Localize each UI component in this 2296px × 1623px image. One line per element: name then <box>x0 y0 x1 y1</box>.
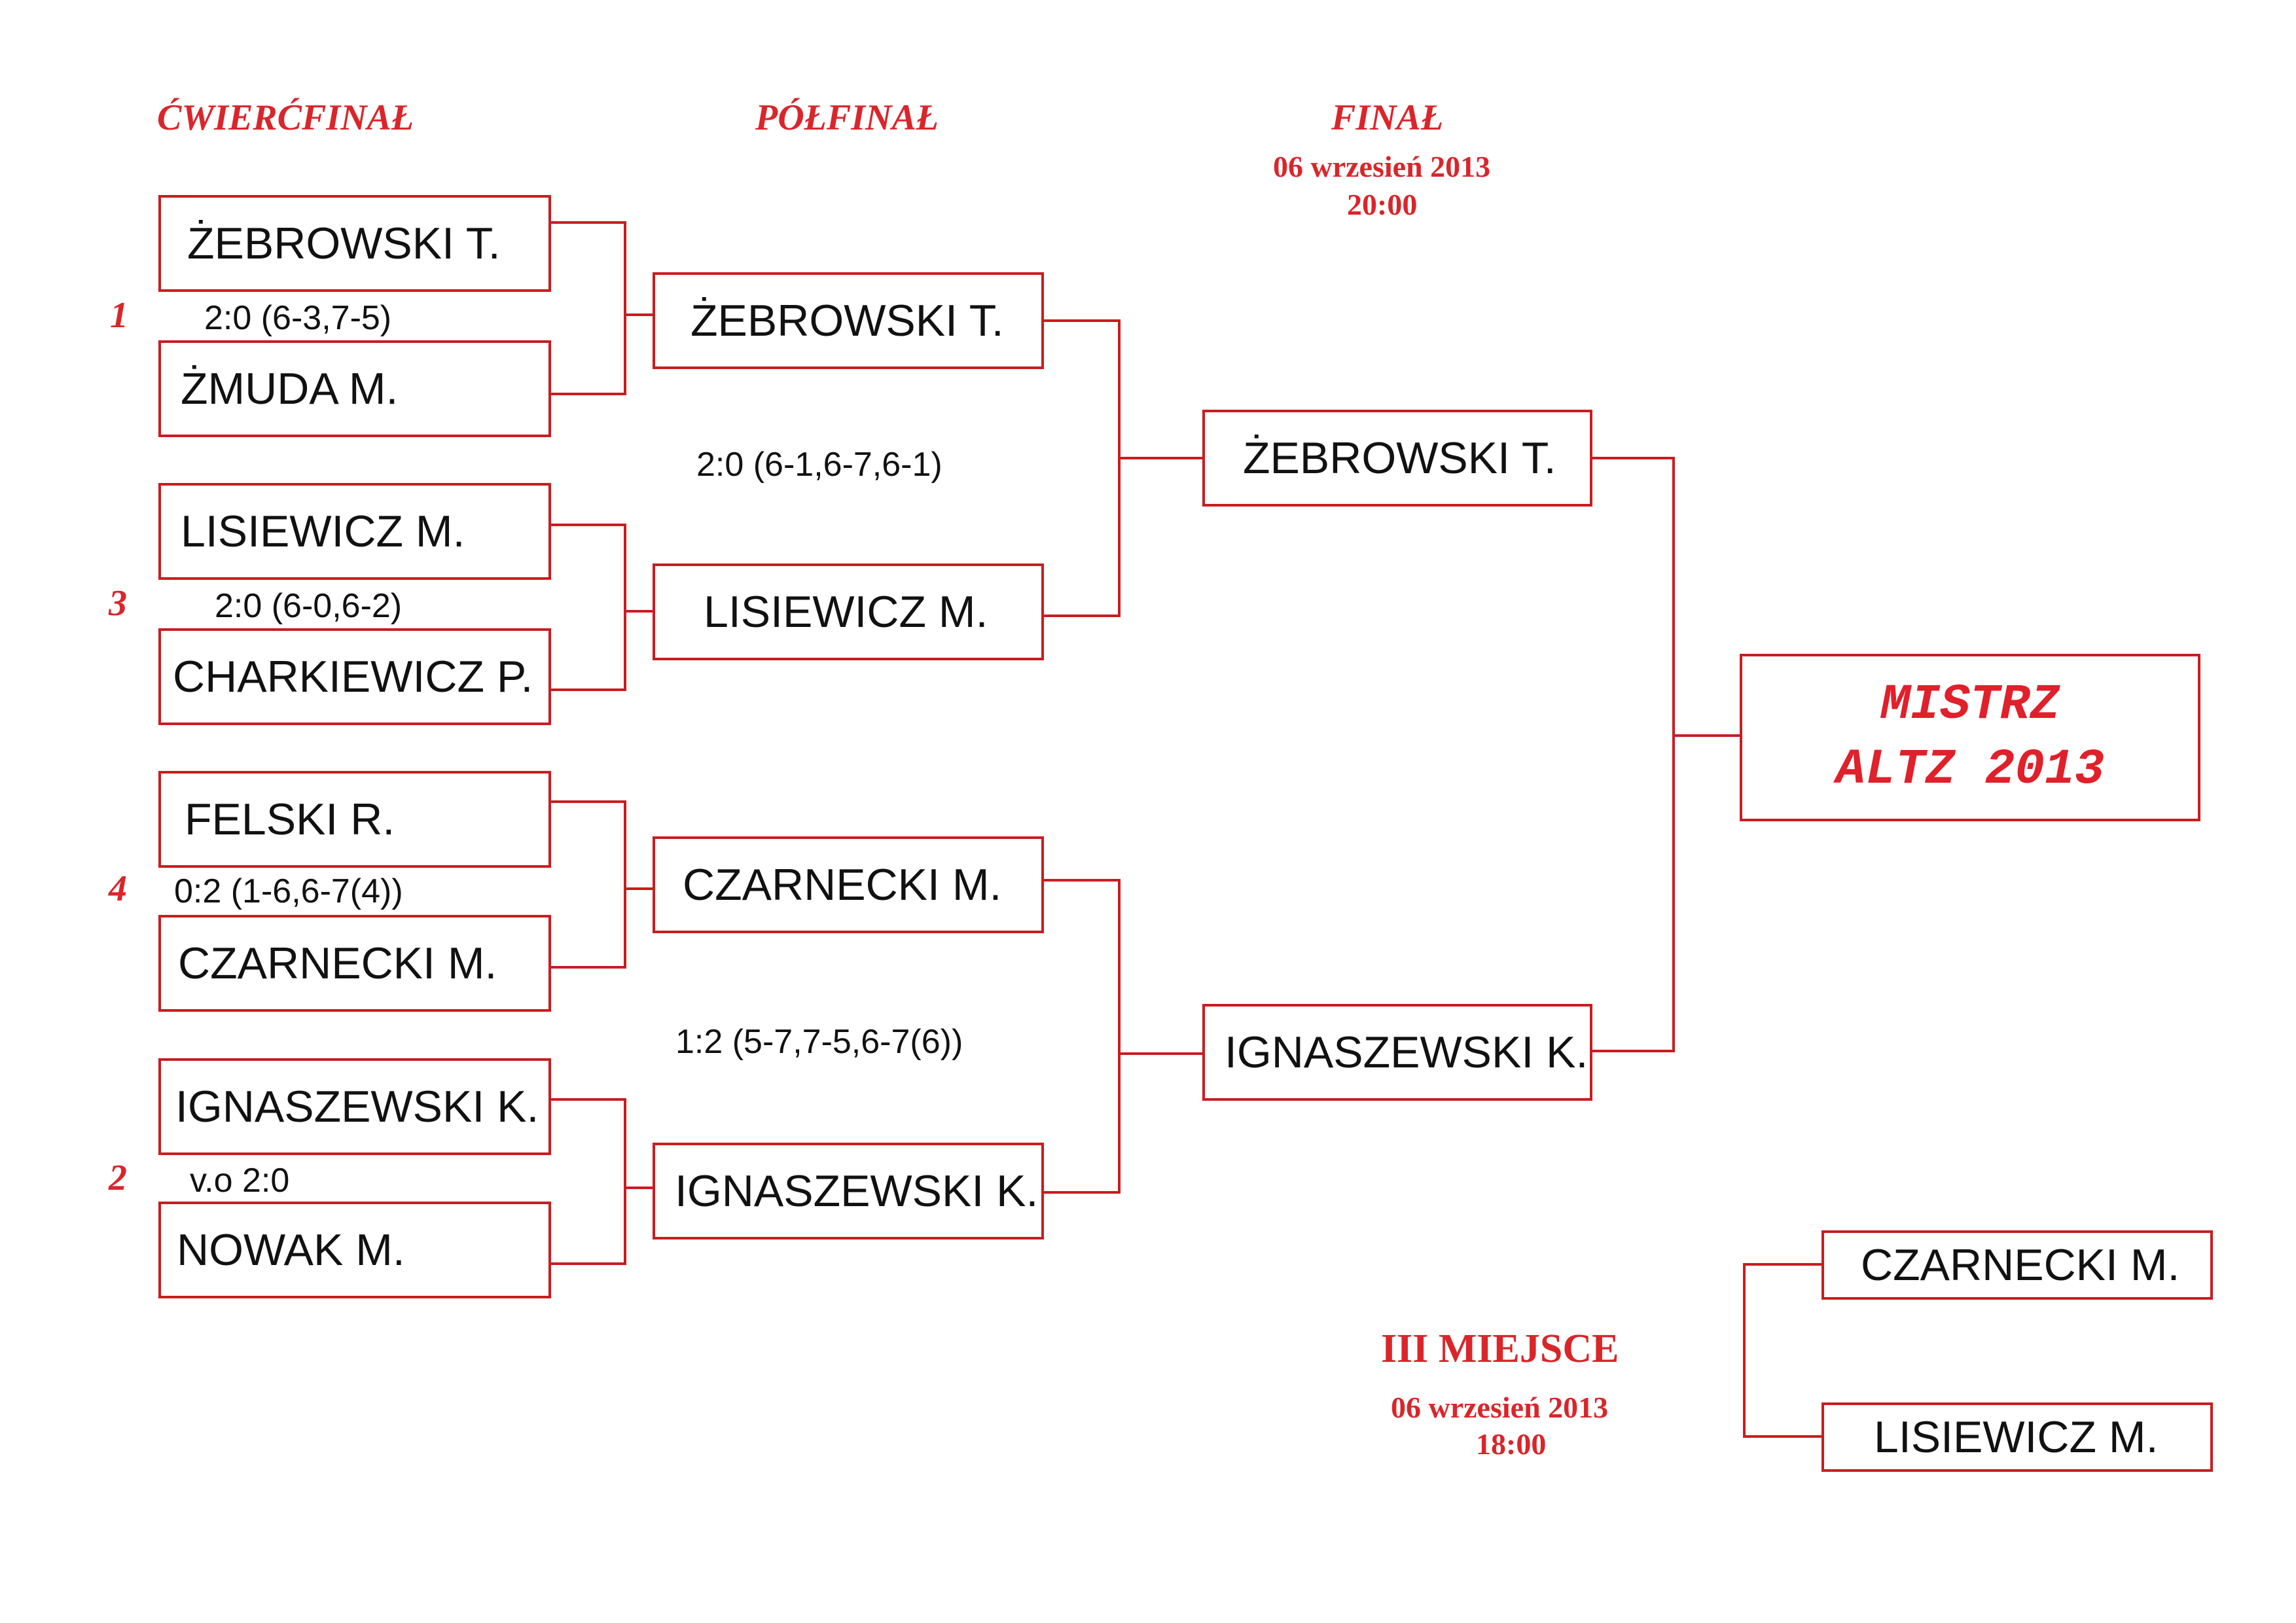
player-name: ŻEBROWSKI T. <box>1243 433 1556 483</box>
champion-title: MISTRZ <box>1880 677 2060 734</box>
player-name: ŻEBROWSKI T. <box>691 296 1004 346</box>
champion-box: MISTRZ ALTZ 2013 <box>1740 654 2200 821</box>
final-time: 20:00 <box>1347 188 1418 221</box>
player-name: IGNASZEWSKI K. <box>675 1166 1039 1216</box>
third-place-date: 06 wrzesień 2013 <box>1391 1391 1609 1424</box>
qf3-player-top: FELSKI R. <box>158 771 551 868</box>
third-place-header: III MIEJSCE <box>1381 1327 1619 1371</box>
qf3-player-bottom: CZARNECKI M. <box>158 915 551 1012</box>
final-player-top: ŻEBROWSKI T. <box>1202 410 1592 507</box>
qf2-player-top: LISIEWICZ M. <box>158 483 551 580</box>
qf4-seed: 2 <box>109 1158 127 1198</box>
qf2-seed: 3 <box>109 583 127 624</box>
player-name: NOWAK M. <box>177 1225 405 1275</box>
qf2-player-bottom: CHARKIEWICZ P. <box>158 628 551 725</box>
qf3-seed: 4 <box>109 868 127 909</box>
qf4-player-bottom: NOWAK M. <box>158 1202 551 1298</box>
player-name: ŻEBROWSKI T. <box>187 219 501 268</box>
sf2-score: 1:2 (5-7,7-5,6-7(6)) <box>675 1023 963 1061</box>
third-place-player-bottom: LISIEWICZ M. <box>1821 1402 2213 1472</box>
qf3-score: 0:2 (1-6,6-7(4)) <box>174 872 403 910</box>
semifinal-header: PÓŁFINAŁ <box>755 98 939 138</box>
player-name: IGNASZEWSKI K. <box>175 1082 539 1132</box>
player-name: CZARNECKI M. <box>178 938 497 988</box>
player-name: CHARKIEWICZ P. <box>173 652 533 702</box>
player-name: LISIEWICZ M. <box>181 507 465 556</box>
final-player-bottom: IGNASZEWSKI K. <box>1202 1004 1592 1101</box>
player-name: IGNASZEWSKI K. <box>1225 1027 1588 1077</box>
third-place-time: 18:00 <box>1476 1427 1547 1461</box>
quarterfinal-header: ĆWIERĆFINAŁ <box>157 98 414 138</box>
sf1-player-top: ŻEBROWSKI T. <box>653 272 1044 369</box>
third-place-player-top: CZARNECKI M. <box>1821 1230 2213 1300</box>
final-header: FINAŁ <box>1331 98 1444 138</box>
qf2-score: 2:0 (6-0,6-2) <box>215 587 403 625</box>
sf1-score: 2:0 (6-1,6-7,6-1) <box>696 446 942 484</box>
qf1-player-top: ŻEBROWSKI T. <box>158 195 551 292</box>
sf2-player-top: CZARNECKI M. <box>653 836 1044 933</box>
sf1-player-bottom: LISIEWICZ M. <box>653 563 1044 660</box>
qf1-score: 2:0 (6-3,7-5) <box>204 299 392 337</box>
qf1-seed: 1 <box>110 295 128 336</box>
player-name: ŻMUDA M. <box>181 364 399 414</box>
qf4-player-top: IGNASZEWSKI K. <box>158 1058 551 1155</box>
final-date: 06 wrzesień 2013 <box>1273 150 1491 183</box>
qf1-player-bottom: ŻMUDA M. <box>158 340 551 437</box>
qf4-score: v.o 2:0 <box>190 1162 290 1200</box>
player-name: FELSKI R. <box>185 794 395 844</box>
player-name: CZARNECKI M. <box>1861 1240 2180 1290</box>
player-name: LISIEWICZ M. <box>1874 1412 2159 1462</box>
player-name: CZARNECKI M. <box>683 860 1002 910</box>
champion-subtitle: ALTZ 2013 <box>1835 741 2105 798</box>
player-name: LISIEWICZ M. <box>704 587 988 637</box>
sf2-player-bottom: IGNASZEWSKI K. <box>653 1143 1044 1240</box>
